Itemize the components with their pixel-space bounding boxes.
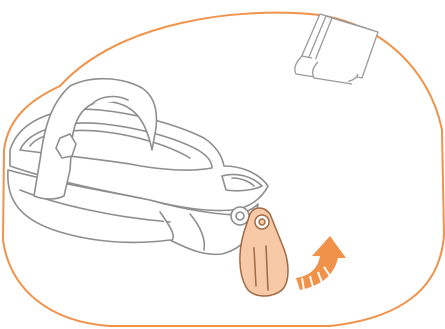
mount-knob-icon — [231, 207, 249, 225]
